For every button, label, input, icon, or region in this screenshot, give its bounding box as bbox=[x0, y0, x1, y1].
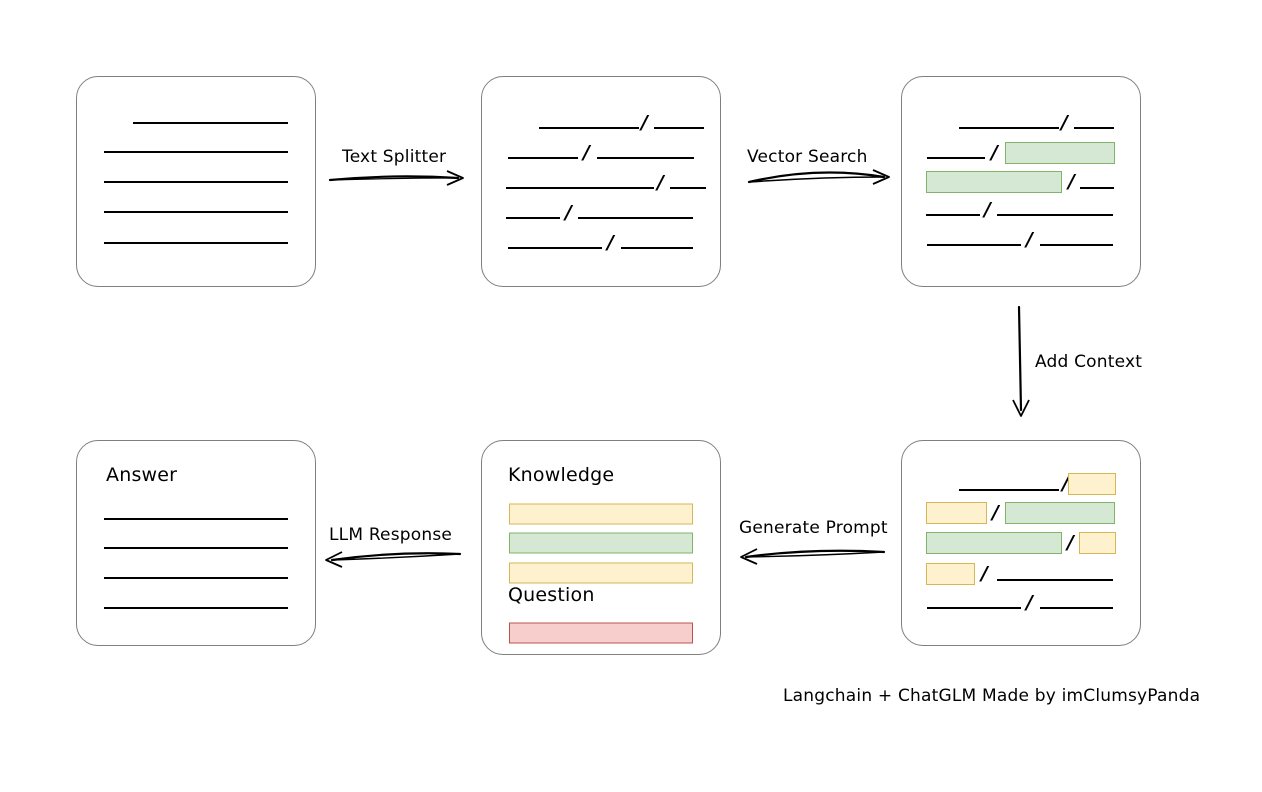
question-label: Question bbox=[508, 584, 595, 606]
text-splitter-arrow bbox=[328, 170, 464, 186]
context-chunk-green-1[interactable] bbox=[1005, 502, 1115, 524]
context-doc-slash-2: / bbox=[992, 501, 999, 524]
split-doc-line-1b bbox=[654, 127, 704, 129]
vector-search-arrow bbox=[747, 169, 890, 185]
split-doc-line-2a bbox=[508, 157, 578, 159]
context-doc-slash-3: / bbox=[1067, 531, 1074, 554]
diagram-caption: Langchain + ChatGLM Made by imClumsyPand… bbox=[783, 686, 1201, 706]
edge-label-text-splitter: Text Splitter bbox=[342, 147, 447, 167]
answer-box[interactable] bbox=[76, 440, 316, 646]
question-bar[interactable] bbox=[509, 622, 693, 644]
split-doc-line-5b bbox=[621, 247, 693, 249]
split-doc-line-1a bbox=[539, 127, 639, 129]
edge-label-vector-search: Vector Search bbox=[747, 147, 868, 167]
retrieved-doc-line-5a bbox=[927, 244, 1021, 246]
context-doc-line-1a bbox=[959, 489, 1059, 491]
answer-line-2 bbox=[104, 547, 288, 549]
context-doc-line-5a bbox=[927, 607, 1021, 609]
context-chunk-yellow-2[interactable] bbox=[926, 502, 987, 524]
context-chunk-yellow-1[interactable] bbox=[1068, 473, 1116, 495]
edge-label-add-context: Add Context bbox=[1035, 352, 1143, 372]
knowledge-bar-2[interactable] bbox=[509, 532, 693, 554]
context-chunk-yellow-3[interactable] bbox=[1079, 532, 1116, 554]
retrieved-doc-line-1b bbox=[1074, 127, 1114, 129]
generate-prompt-arrow bbox=[740, 548, 886, 565]
retrieved-doc-line-4a bbox=[926, 214, 980, 216]
context-doc-line-5b bbox=[1040, 607, 1113, 609]
retrieved-doc-slash-2: / bbox=[991, 141, 998, 164]
answer-title: Answer bbox=[106, 464, 178, 486]
retrieved-doc-slash-1: / bbox=[1061, 111, 1068, 134]
retrieved-doc-line-4b bbox=[997, 214, 1113, 216]
split-document-box[interactable] bbox=[481, 76, 721, 287]
source-doc-line-5 bbox=[104, 242, 288, 244]
answer-line-4 bbox=[104, 607, 288, 609]
split-doc-line-3b bbox=[670, 187, 706, 189]
retrieved-doc-line-1a bbox=[959, 127, 1059, 129]
retrieved-chunk-green-2[interactable] bbox=[926, 171, 1062, 193]
answer-line-1 bbox=[104, 518, 288, 520]
answer-line-3 bbox=[104, 577, 288, 579]
source-doc-line-3 bbox=[104, 181, 288, 183]
knowledge-bar-3[interactable] bbox=[509, 562, 693, 584]
add-context-arrow bbox=[1012, 305, 1030, 417]
split-doc-line-2b bbox=[597, 157, 694, 159]
retrieved-doc-line-3b bbox=[1080, 187, 1114, 189]
knowledge-bar-1[interactable] bbox=[509, 503, 693, 525]
split-doc-line-4a bbox=[506, 217, 560, 219]
source-doc-line-1 bbox=[133, 122, 288, 124]
llm-response-arrow bbox=[325, 551, 462, 568]
edge-label-llm-response: LLM Response bbox=[329, 525, 453, 545]
source-doc-line-4 bbox=[104, 211, 288, 213]
split-doc-line-3a bbox=[506, 187, 654, 189]
retrieved-doc-line-2a bbox=[927, 157, 985, 159]
context-chunk-yellow-4[interactable] bbox=[926, 563, 975, 585]
split-doc-slash-3: / bbox=[657, 171, 664, 194]
retrieved-doc-slash-4: / bbox=[984, 198, 991, 221]
split-doc-line-4b bbox=[578, 217, 693, 219]
split-doc-slash-4: / bbox=[565, 201, 572, 224]
context-chunk-green-2[interactable] bbox=[926, 532, 1062, 554]
split-doc-slash-1: / bbox=[641, 111, 648, 134]
edge-label-generate-prompt: Generate Prompt bbox=[739, 518, 888, 538]
source-doc-line-2 bbox=[104, 151, 288, 153]
retrieved-doc-line-5b bbox=[1040, 244, 1113, 246]
retrieved-doc-slash-3: / bbox=[1068, 170, 1075, 193]
retrieved-chunk-green-1[interactable] bbox=[1005, 142, 1115, 164]
split-doc-slash-2: / bbox=[583, 141, 590, 164]
context-doc-slash-1: / bbox=[1062, 472, 1069, 495]
split-doc-line-5a bbox=[508, 247, 602, 249]
split-doc-slash-5: / bbox=[607, 231, 614, 254]
knowledge-label: Knowledge bbox=[508, 464, 615, 486]
retrieved-doc-slash-5: / bbox=[1026, 228, 1033, 251]
context-doc-slash-4: / bbox=[981, 562, 988, 585]
context-doc-line-4b bbox=[997, 579, 1113, 581]
context-doc-slash-5: / bbox=[1026, 591, 1033, 614]
